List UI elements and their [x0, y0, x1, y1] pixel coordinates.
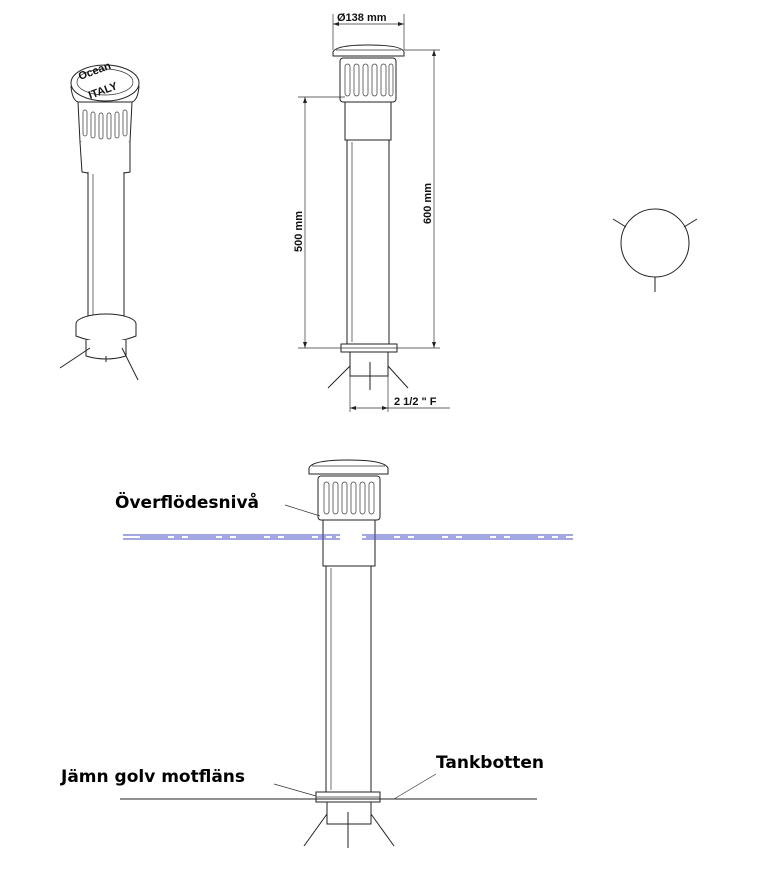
iso-leg: [121, 347, 139, 381]
inst-outlet: [326, 801, 372, 825]
water-level-line: [123, 534, 573, 540]
dim-height-500: 500 mm: [293, 211, 305, 252]
dim-cap-diameter: Ø138 mm: [337, 12, 387, 24]
leader-tank-bottom: [393, 773, 437, 800]
top-view-leg: [612, 218, 627, 228]
elev-cap: [332, 44, 405, 57]
leader-overflow-level: [284, 504, 321, 517]
inst-sleeve: [322, 519, 376, 567]
top-view-leg: [683, 218, 698, 228]
elev-pipe: [346, 139, 390, 345]
label-tank-bottom: Tankbotten: [436, 753, 544, 773]
isometric-view: Ocean ITALY: [59, 60, 140, 381]
elev-leg: [327, 365, 351, 389]
top-view: [612, 208, 698, 292]
installation-diagram: Överflödesnivå Jämn golv motfläns Tankbo…: [60, 459, 573, 848]
label-floor-flange: Jämn golv motfläns: [60, 767, 245, 787]
label-overflow-level: Överflödesnivå: [115, 491, 259, 513]
dim-height-600: 600 mm: [422, 183, 434, 224]
elev-outlet: [349, 351, 389, 377]
top-view-circle: [620, 208, 690, 278]
iso-leg: [59, 347, 91, 369]
elev-sleeve: [344, 101, 392, 141]
iso-strainer: [77, 101, 133, 146]
leader-floor-flange: [273, 783, 317, 797]
elev-leg: [387, 365, 409, 389]
inst-leg: [370, 813, 395, 847]
inst-leg: [303, 813, 328, 847]
iso-sleeve: [79, 141, 131, 175]
side-elevation-view: Ø138 mm 500 mm 600 mm 2 1/2 " F: [293, 12, 450, 412]
inst-strainer: [317, 475, 381, 521]
iso-pipe: [87, 172, 125, 319]
inst-cap: [308, 459, 389, 475]
inst-pipe: [325, 565, 372, 793]
dim-thread: 2 1/2 " F: [394, 396, 437, 408]
